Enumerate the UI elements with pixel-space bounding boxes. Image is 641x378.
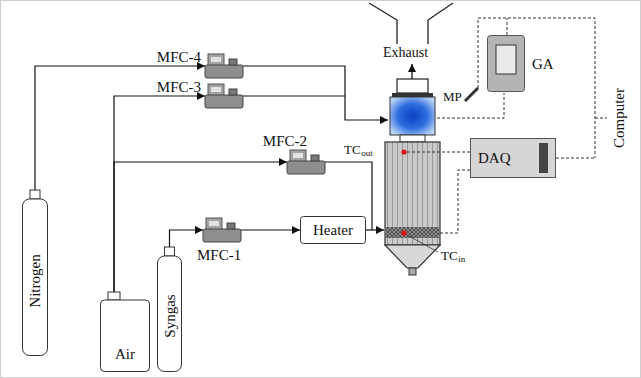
signal-line	[478, 18, 595, 158]
text-label: Computer	[611, 88, 628, 148]
analyzer-case	[488, 36, 525, 92]
mfc-head	[208, 54, 224, 66]
gas-line	[35, 66, 205, 190]
leader-line	[407, 235, 438, 252]
node-shape	[205, 54, 243, 78]
text-label: Exhaust	[383, 45, 428, 60]
signal-line	[556, 158, 595, 159]
mfc-body	[205, 65, 243, 78]
subscript-label: out	[361, 149, 373, 159]
exhaust-hood	[369, 3, 453, 44]
mass-flow-controller: MFC-3	[205, 84, 243, 108]
node-shape	[487, 35, 525, 92]
node-label: MFC-1	[197, 247, 241, 264]
text-label: TC	[344, 143, 361, 157]
mfc-body	[203, 229, 241, 242]
analyzer-screen	[496, 45, 516, 74]
mfc-valve	[227, 223, 235, 229]
mfc-head	[208, 84, 224, 96]
mfc-display	[211, 87, 221, 92]
mfc-head	[206, 218, 222, 230]
node-label: MFC-4	[157, 49, 201, 66]
top-plate	[392, 93, 433, 97]
node-label: MFC-2	[263, 133, 307, 150]
cylinder-valve	[165, 247, 175, 256]
gas-analyzer: GA	[487, 35, 525, 92]
gas-line	[243, 66, 388, 120]
node-shape	[205, 84, 243, 108]
signal-line	[440, 170, 470, 233]
mfc-body	[205, 95, 243, 108]
mfc-display	[293, 153, 303, 158]
node-label: DAQ	[478, 150, 511, 167]
subscript-label: in	[458, 255, 465, 265]
cylinder-body	[23, 199, 48, 356]
thermocouple-out	[401, 149, 406, 154]
daq-panel	[539, 143, 548, 173]
exhaust-stub	[397, 79, 428, 93]
gas-line	[366, 229, 384, 230]
exhaust-arrow	[411, 64, 412, 79]
gas-line	[114, 162, 287, 292]
signal-line	[407, 152, 470, 153]
cylinder-body	[158, 256, 182, 372]
tank-body	[101, 300, 150, 372]
mass-flow-controller: MFC-2	[287, 150, 325, 174]
heater-box: Heater	[300, 216, 366, 244]
node-label: Heater	[313, 222, 353, 239]
mfc-valve	[229, 59, 237, 65]
node-label: GA	[532, 55, 554, 72]
mfc-body	[287, 161, 325, 174]
signal-line	[595, 118, 607, 119]
mfc-valve	[311, 155, 319, 161]
flame-arrestor	[386, 227, 439, 238]
gas-line	[241, 229, 300, 230]
node-label: Air	[115, 346, 135, 363]
cylinder-valve	[30, 190, 40, 199]
node-shape	[203, 218, 241, 242]
text-label: TC	[441, 249, 458, 263]
mass-flow-controller: MFC-1	[203, 218, 241, 242]
porous-media-burner	[385, 142, 440, 245]
flame-section	[390, 97, 435, 135]
gas-line	[170, 230, 204, 247]
mfc-display	[211, 57, 221, 62]
mfc-display	[209, 221, 219, 226]
reactor-inlet	[409, 268, 416, 275]
node-label: Nitrogen	[27, 255, 44, 308]
thermocouple-in	[401, 230, 406, 235]
node-shape	[287, 150, 325, 174]
node-label: Syngas	[161, 294, 178, 337]
reactor-neck	[400, 135, 425, 142]
mass-flow-controller: MFC-4	[205, 54, 243, 78]
mfc-head	[290, 150, 306, 162]
gas-cylinder: Syngas	[157, 247, 182, 372]
measurement-probe	[465, 88, 478, 101]
daq-case	[471, 139, 556, 178]
daq-box: DAQ	[470, 138, 556, 178]
signal-line	[507, 18, 508, 35]
air-tank: Air	[100, 292, 150, 372]
gas-line	[243, 95, 345, 96]
node-label: MFC-3	[157, 79, 201, 96]
gas-cylinder: Nitrogen	[22, 190, 48, 356]
text-label: MP	[443, 90, 462, 104]
box-outline	[301, 217, 366, 244]
mfc-valve	[229, 89, 237, 95]
tank-valve	[108, 292, 120, 300]
